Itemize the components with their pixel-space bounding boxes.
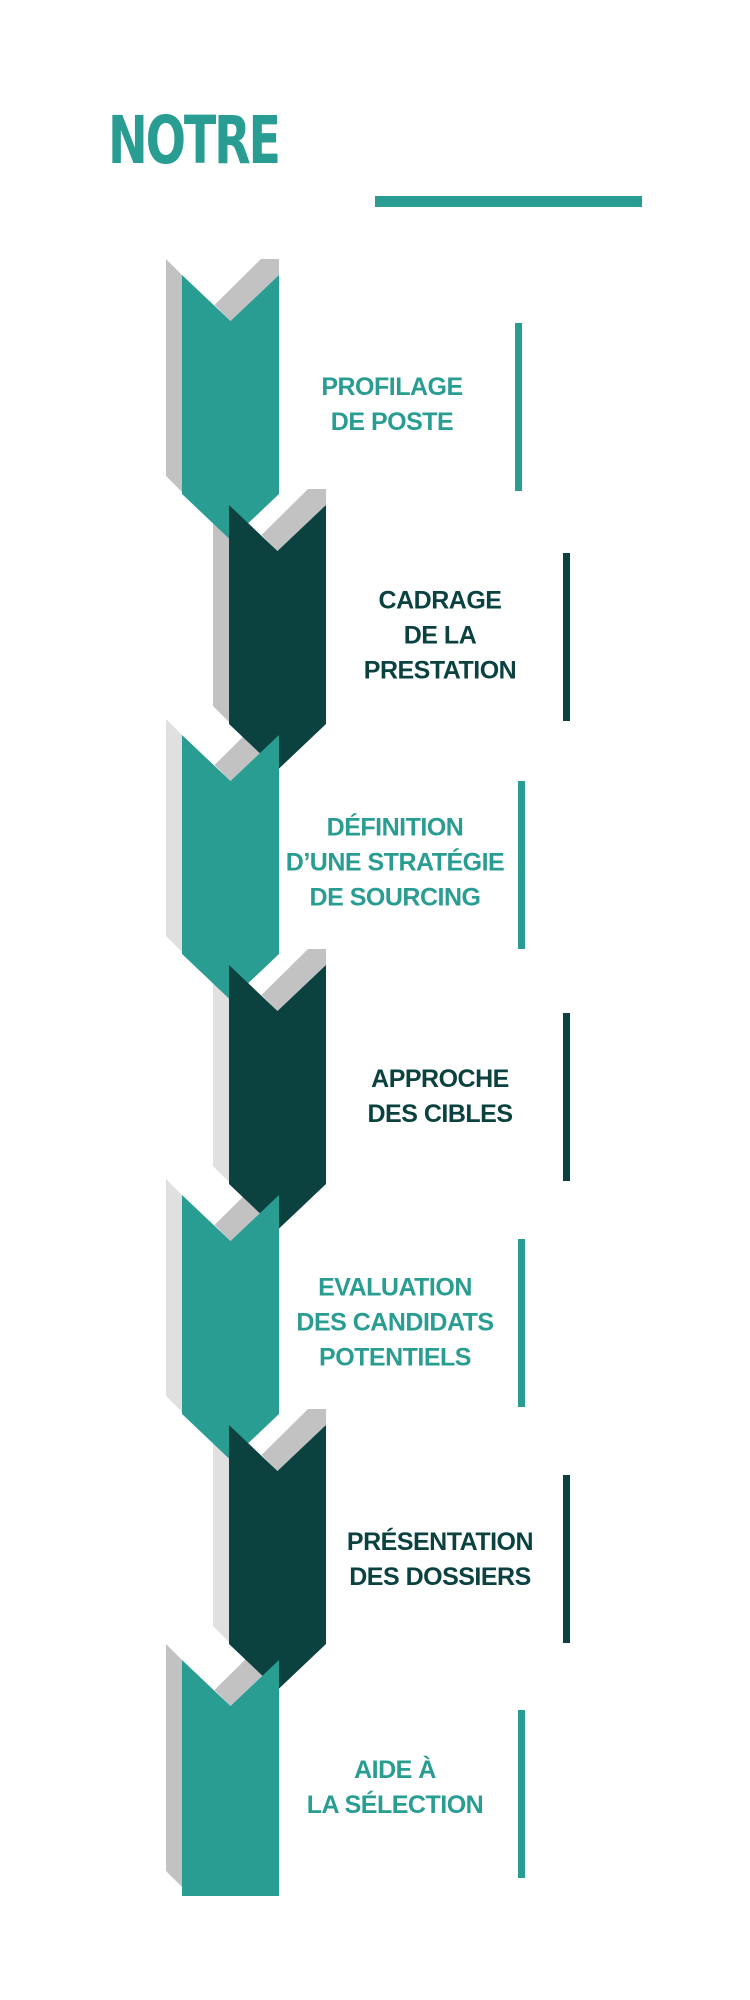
chevron-side-shadow xyxy=(213,949,229,1182)
chevron-step-6 xyxy=(229,1425,326,1690)
step-bar-4 xyxy=(563,1013,570,1181)
chevron-side-shadow xyxy=(166,1179,182,1412)
chain-end-bar xyxy=(182,1887,279,1896)
chevron-notch-shadow xyxy=(261,949,326,1011)
chevron-step-1 xyxy=(182,275,279,540)
step-label-2: CADRAGE DE LA PRESTATION xyxy=(363,586,517,685)
step-label-5: EVALUATION DES CANDIDATS POTENTIELS xyxy=(296,1273,494,1372)
step-label-1: PROFILAGE DE POSTE xyxy=(321,373,463,436)
chevron-shapes xyxy=(182,275,326,1887)
chevron-notch-shadow xyxy=(261,489,326,551)
chevron-step-4 xyxy=(229,965,326,1230)
chevron-notch-shadow xyxy=(214,259,279,321)
chevron-notch-shadow xyxy=(261,1409,326,1471)
step-bar-7 xyxy=(518,1710,525,1878)
chevron-step-7 xyxy=(182,1660,279,1887)
chevron-side-shadow xyxy=(166,259,182,492)
step-bar-1 xyxy=(515,323,522,491)
step-bar-5 xyxy=(518,1239,525,1407)
step-label-3: DÉFINITION D’UNE STRATÉGIE DE SOURCING xyxy=(285,813,505,912)
chevron-side-shadow xyxy=(213,1409,229,1642)
step-label-7: AIDE À LA SÉLECTION xyxy=(306,1756,484,1819)
page-title: NOTRE xyxy=(108,102,281,179)
title-underline xyxy=(375,196,642,207)
chevron-shadows xyxy=(166,259,326,1887)
chevron-step-5 xyxy=(182,1195,279,1460)
step-label-6: PRÉSENTATION DES DOSSIERS xyxy=(346,1528,534,1591)
step-bar-3 xyxy=(518,781,525,949)
step-bar-2 xyxy=(563,553,570,721)
chevron-side-shadow xyxy=(166,1644,182,1887)
chevron-step-2 xyxy=(229,505,326,770)
step-label-4: APPROCHE DES CIBLES xyxy=(367,1065,513,1128)
chevron-side-shadow xyxy=(213,489,229,722)
chevron-side-shadow xyxy=(166,719,182,952)
chevron-step-3 xyxy=(182,735,279,1000)
step-bar-6 xyxy=(563,1475,570,1643)
